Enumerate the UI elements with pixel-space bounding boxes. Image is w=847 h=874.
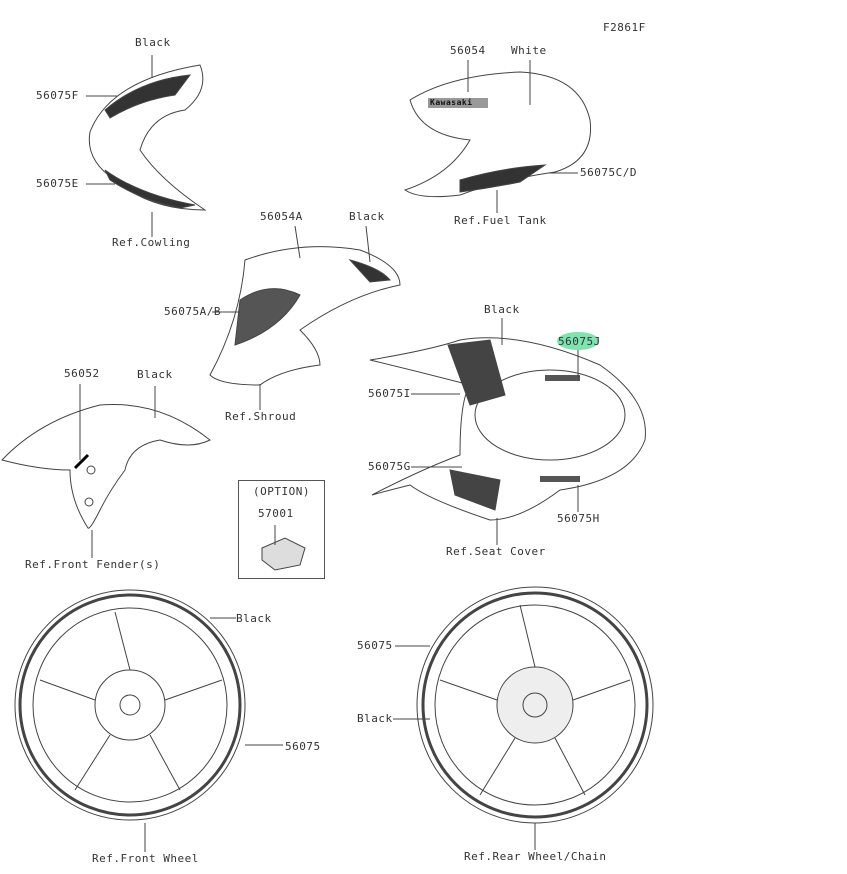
cowling-drawing — [86, 55, 207, 237]
cowling-color-label: Black — [135, 36, 171, 49]
highlight-marker — [557, 332, 599, 350]
rear-wheel-color-label: Black — [357, 712, 393, 725]
ref-front-fender: Ref.Front Fender(s) — [25, 558, 161, 571]
fuel-tank-color-label: White — [511, 44, 547, 57]
part-57001[interactable]: 57001 — [258, 507, 294, 520]
seat-cover-drawing — [369, 318, 646, 545]
part-56075H[interactable]: 56075H — [557, 512, 600, 525]
fender-color-label: Black — [137, 368, 173, 381]
option-part-drawing — [261, 525, 306, 571]
fuel-tank-drawing — [403, 60, 592, 213]
part-56075-rear-wheel[interactable]: 56075 — [357, 639, 393, 652]
front-wheel-color-label: Black — [236, 612, 272, 625]
shroud-color-label: Black — [349, 210, 385, 223]
part-56054[interactable]: 56054 — [450, 44, 486, 57]
part-56075E[interactable]: 56075E — [36, 177, 79, 190]
diagram-code: F2861F — [603, 21, 646, 34]
ref-front-wheel: Ref.Front Wheel — [92, 852, 199, 865]
front-fender-drawing — [1, 384, 211, 558]
option-title: (OPTION) — [253, 485, 310, 498]
ref-cowling: Ref.Cowling — [112, 236, 191, 249]
option-box — [238, 480, 325, 579]
front-wheel-drawing — [14, 589, 283, 852]
ref-fuel-tank: Ref.Fuel Tank — [454, 214, 547, 227]
part-56075F[interactable]: 56075F — [36, 89, 79, 102]
kawasaki-logo: Kawasaki — [430, 98, 473, 107]
part-56075J[interactable]: 56075J — [558, 335, 601, 348]
part-56075C-D[interactable]: 56075C/D — [580, 166, 637, 179]
part-56054A[interactable]: 56054A — [260, 210, 303, 223]
part-56075-front-wheel[interactable]: 56075 — [285, 740, 321, 753]
shroud-drawing — [209, 225, 401, 410]
ref-rear-wheel: Ref.Rear Wheel/Chain — [464, 850, 607, 863]
part-56075I[interactable]: 56075I — [368, 387, 411, 400]
part-56075A-B[interactable]: 56075A/B — [164, 305, 221, 318]
part-56052[interactable]: 56052 — [64, 367, 100, 380]
part-56075G[interactable]: 56075G — [368, 460, 411, 473]
ref-shroud: Ref.Shroud — [225, 410, 297, 423]
ref-seat-cover: Ref.Seat Cover — [446, 545, 546, 558]
seat-cover-color-label: Black — [484, 303, 520, 316]
rear-wheel-drawing — [393, 586, 654, 850]
